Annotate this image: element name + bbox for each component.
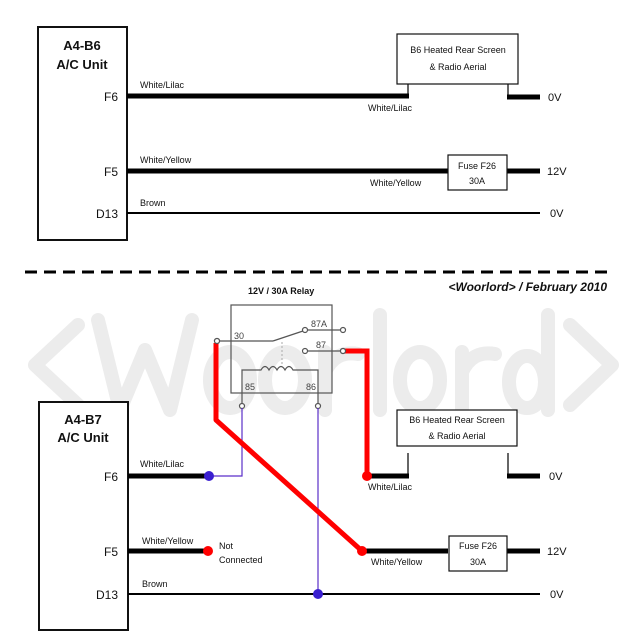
terminal-label: 87	[316, 340, 326, 350]
unit-name: A4-B7	[64, 412, 102, 427]
wire-label: White/Lilac	[368, 482, 413, 492]
fuse-label: 30A	[470, 557, 486, 567]
voltage-label: 12V	[547, 546, 567, 558]
pin-d13: D13	[96, 207, 118, 221]
relay: 12V / 30A Relay 30 87A 87 85 86	[213, 286, 347, 410]
fuse-label: Fuse F26	[459, 541, 497, 551]
load-box	[396, 409, 518, 447]
terminal-label: 87A	[311, 319, 327, 329]
junction-dot	[313, 589, 323, 599]
relay-title: 12V / 30A Relay	[248, 286, 314, 296]
voltage-label: 12V	[547, 166, 567, 178]
wire-label: White/Lilac	[368, 103, 413, 113]
terminal-label: 30	[234, 331, 244, 341]
fuse-box	[447, 154, 508, 191]
junction-dot	[362, 471, 372, 481]
unit-type: A/C Unit	[56, 57, 108, 72]
signal-wire-85	[209, 408, 243, 477]
wire-label: Brown	[142, 579, 168, 589]
pin-f6: F6	[104, 90, 118, 104]
pin-d13: D13	[96, 588, 118, 602]
terminal-86	[314, 402, 322, 410]
terminal-85	[238, 402, 246, 410]
bottom-diagram: A4-B7 A/C Unit F6 F5 D13 White/Lilac B6 …	[38, 337, 567, 631]
credit: <Woorlord> / February 2010	[448, 280, 607, 294]
wire-label: White/Yellow	[370, 178, 422, 188]
wire-label: White/Yellow	[142, 536, 194, 546]
pin-f6: F6	[104, 470, 118, 484]
load-box	[396, 33, 519, 85]
unit-type: A/C Unit	[57, 430, 109, 445]
ac-unit-box	[38, 401, 129, 631]
fuse-label: 30A	[469, 176, 485, 186]
wire-label: White/Yellow	[371, 557, 423, 567]
junction-dot	[357, 546, 367, 556]
load-label: B6 Heated Rear Screen	[409, 415, 505, 425]
red-wire-87-to-load	[345, 348, 370, 476]
terminal-label: 86	[306, 382, 316, 392]
not-connected-label: Connected	[219, 555, 263, 565]
load-label: & Radio Aerial	[428, 431, 485, 441]
relay-switch	[272, 330, 304, 342]
voltage-label: 0V	[550, 208, 564, 220]
voltage-label: 0V	[550, 589, 564, 601]
not-connected-label: Not	[219, 541, 234, 551]
relay-coil	[241, 365, 319, 405]
load-label: B6 Heated Rear Screen	[410, 45, 506, 55]
wire-label: White/Lilac	[140, 459, 185, 469]
wire-label: White/Yellow	[140, 155, 192, 165]
load-label: & Radio Aerial	[429, 62, 486, 72]
red-wire-30-to-12v	[213, 343, 364, 553]
not-connected-dot	[203, 546, 213, 556]
top-diagram: A4-B6 A/C Unit F6 F5 D13 B6 Heated Rear …	[37, 26, 567, 241]
fuse-box	[448, 535, 508, 572]
junction-dot	[204, 471, 214, 481]
fuse-label: Fuse F26	[458, 161, 496, 171]
ac-unit-box	[37, 26, 128, 241]
unit-name: A4-B6	[63, 38, 101, 53]
pin-f5: F5	[104, 545, 118, 559]
voltage-label: 0V	[548, 92, 562, 104]
wire-label: White/Lilac	[140, 80, 185, 90]
watermark	[28, 308, 619, 417]
terminal-87a	[339, 326, 347, 334]
voltage-label: 0V	[549, 471, 563, 483]
pin-f5: F5	[104, 165, 118, 179]
terminal-label: 85	[245, 382, 255, 392]
wire-label: Brown	[140, 198, 166, 208]
